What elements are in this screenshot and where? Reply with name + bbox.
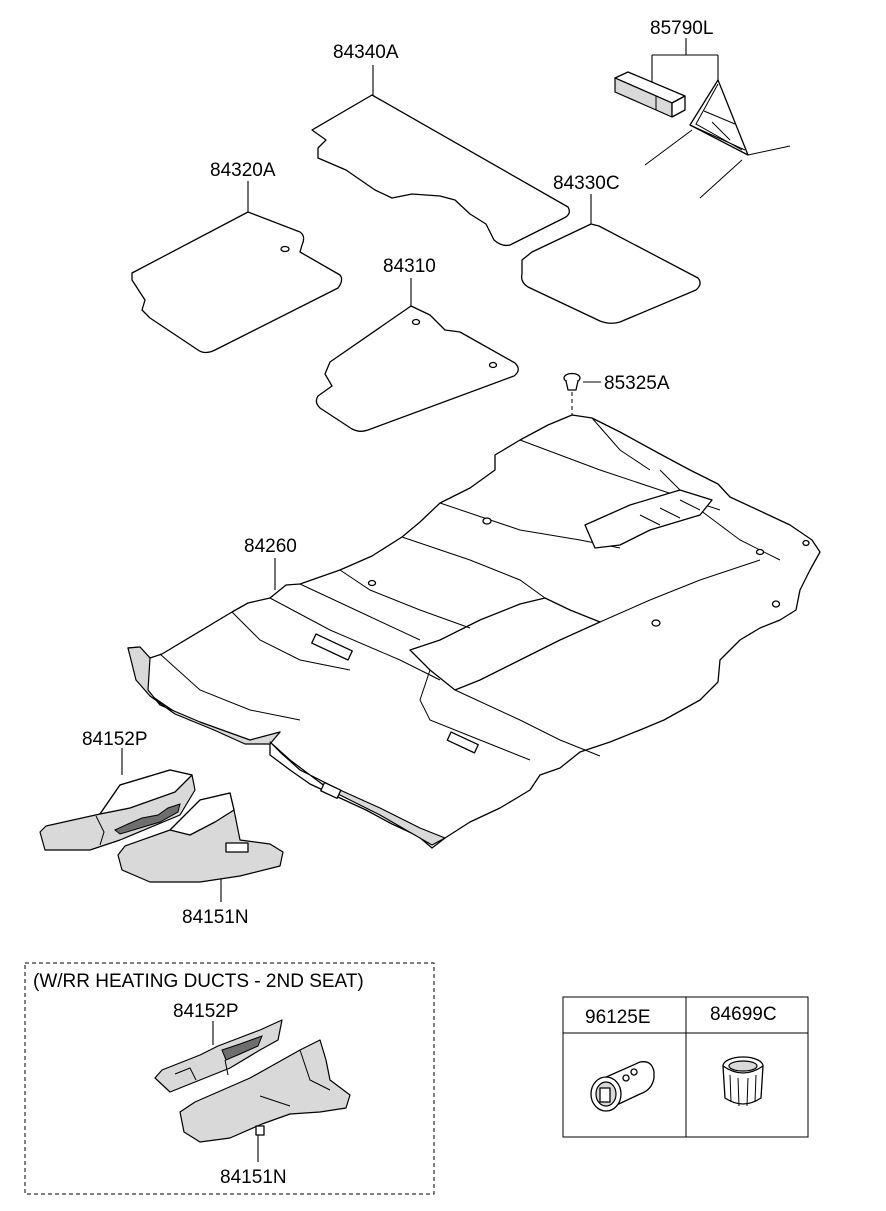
inset-heating-duct-lower[interactable]: [179, 1039, 351, 1143]
label-84151N-inset: 84151N: [220, 1167, 287, 1188]
power-outlet-socket[interactable]: [590, 1061, 655, 1112]
front-left-floor-mat[interactable]: [131, 181, 343, 354]
socket-cap[interactable]: [722, 1056, 764, 1107]
inset-heating-duct-upper[interactable]: [154, 1019, 283, 1093]
label-84151N-main: 84151N: [182, 907, 249, 928]
inset-title: (W/RR HEATING DUCTS - 2ND SEAT): [33, 971, 364, 992]
label-84310: 84310: [383, 256, 436, 277]
rear-right-floor-mat[interactable]: [520, 194, 701, 324]
front-right-floor-mat[interactable]: [315, 278, 519, 432]
label-85325A: 85325A: [604, 373, 670, 394]
table-header-84699C: 84699C: [710, 1004, 777, 1025]
label-84320A: 84320A: [210, 160, 276, 181]
floor-carpet-assembly[interactable]: [127, 414, 821, 849]
label-84340A: 84340A: [333, 42, 399, 63]
label-84260: 84260: [244, 536, 297, 557]
parts-table: 96125E 84699C: [562, 996, 809, 1138]
label-84152P-inset: 84152P: [173, 1001, 239, 1022]
rear-heating-duct-lower[interactable]: [117, 792, 284, 902]
rear-heating-duct-upper[interactable]: [39, 748, 196, 851]
table-header-96125E: 96125E: [585, 1007, 651, 1028]
label-85790L: 85790L: [650, 18, 713, 39]
label-84152P-main: 84152P: [82, 729, 148, 750]
label-84330C: 84330C: [553, 173, 620, 194]
inset-rr-heating-ducts: (W/RR HEATING DUCTS - 2ND SEAT) 84152P 8…: [24, 962, 435, 1195]
warning-triangle-kit[interactable]: [614, 38, 791, 199]
inset-border: [24, 962, 435, 1195]
rear-floor-mat[interactable]: [311, 65, 570, 247]
